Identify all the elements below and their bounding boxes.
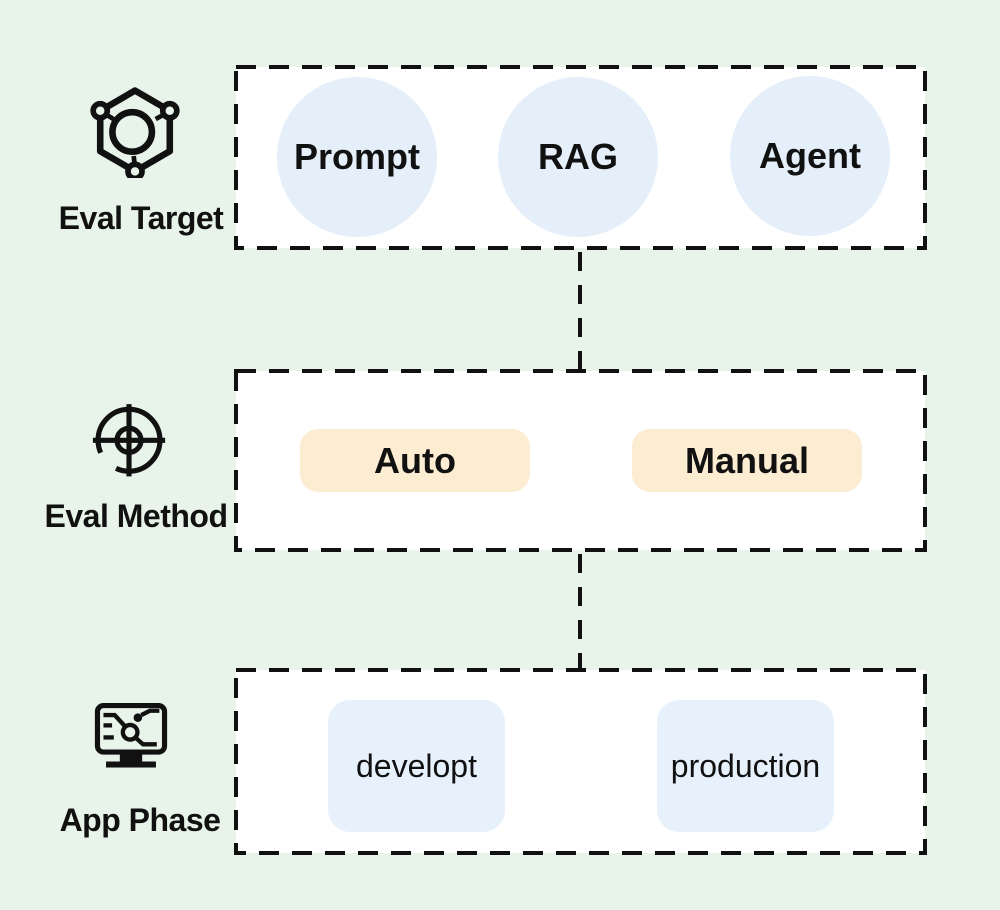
- phase-node-developt-label: developt: [356, 747, 477, 784]
- target-node-agent-label: Agent: [759, 135, 861, 176]
- monitor-flowchart-icon: [88, 696, 174, 784]
- target-node-prompt: Prompt: [277, 77, 437, 237]
- target-node-prompt-label: Prompt: [294, 136, 420, 177]
- phase-node-production-label: production: [670, 747, 821, 784]
- crosshair-target-icon: [86, 396, 172, 488]
- target-node-rag: RAG: [498, 77, 658, 237]
- section-label-eval-target: Eval Target: [58, 200, 224, 236]
- section-label-eval-method: Eval Method: [44, 498, 228, 534]
- target-node-rag-label: RAG: [538, 136, 618, 177]
- phase-node-developt: developt: [328, 700, 505, 832]
- method-node-auto: Auto: [300, 429, 530, 492]
- section-label-app-phase: App Phase: [59, 802, 221, 838]
- target-node-agent: Agent: [730, 76, 890, 236]
- method-node-manual: Manual: [632, 429, 862, 492]
- molecule-hexagon-icon: [88, 84, 182, 178]
- method-node-auto-label: Auto: [374, 439, 456, 481]
- method-node-manual-label: Manual: [684, 439, 809, 481]
- phase-node-production: production: [657, 700, 834, 832]
